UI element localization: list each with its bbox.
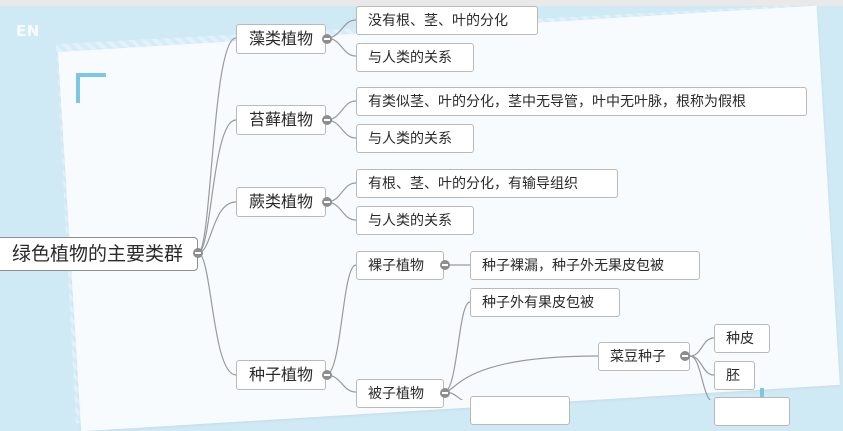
node-text: 有类似茎、叶的分化，茎中无导管，叶中无叶脉，根称为假根 [368, 93, 746, 110]
node-gymnosperm-feature[interactable]: 种子裸漏，种子外无果皮包被 [470, 251, 700, 280]
node-seed-plants-label: 种子植物 [249, 365, 314, 384]
node-text: 没有根、茎、叶的分化 [368, 12, 508, 29]
node-text: 种皮 [726, 330, 754, 347]
node-fern[interactable]: 蕨类植物 [236, 187, 326, 217]
node-bean-hidden-branch[interactable] [714, 397, 790, 426]
node-text: 种子外有果皮包被 [482, 294, 594, 311]
node-text: 与人类的关系 [368, 130, 452, 147]
node-fern-relation[interactable]: 与人类的关系 [356, 206, 474, 235]
collapse-toggle-icon[interactable] [193, 248, 203, 258]
node-gymnosperm[interactable]: 裸子植物 [356, 251, 444, 280]
collapse-toggle-icon[interactable] [322, 115, 332, 125]
node-text: 有根、茎、叶的分化，有输导组织 [368, 175, 578, 192]
node-gymnosperm-label: 裸子植物 [368, 257, 424, 274]
node-fern-feature[interactable]: 有根、茎、叶的分化，有输导组织 [356, 169, 618, 198]
node-bean-seed-label: 菜豆种子 [610, 348, 666, 365]
node-algae-relation[interactable]: 与人类的关系 [356, 43, 474, 72]
node-moss-relation[interactable]: 与人类的关系 [356, 124, 474, 153]
root-node[interactable]: 绿色植物的主要类群 [0, 237, 198, 271]
node-fern-label: 蕨类植物 [249, 192, 314, 211]
collapse-toggle-icon[interactable] [322, 197, 332, 207]
corner-bar-decoration [760, 388, 764, 402]
node-moss[interactable]: 苔藓植物 [236, 105, 326, 135]
node-angiosperm-hidden-branch[interactable] [470, 396, 570, 425]
collapse-toggle-icon[interactable] [322, 34, 332, 44]
node-seed-plants[interactable]: 种子植物 [236, 360, 326, 390]
node-text: 种子裸漏，种子外无果皮包被 [482, 257, 664, 274]
node-angiosperm-feature[interactable]: 种子外有果皮包被 [470, 288, 620, 317]
node-text: 与人类的关系 [368, 212, 452, 229]
node-bean-seed[interactable]: 菜豆种子 [598, 342, 690, 371]
collapse-toggle-icon[interactable] [440, 388, 450, 398]
watermark-logo: EN [16, 22, 40, 40]
corner-bracket-decoration [76, 73, 106, 103]
node-moss-feature[interactable]: 有类似茎、叶的分化，茎中无导管，叶中无叶脉，根称为假根 [356, 87, 807, 116]
node-angiosperm[interactable]: 被子植物 [356, 379, 444, 408]
node-algae-feature[interactable]: 没有根、茎、叶的分化 [356, 6, 538, 35]
node-seed-coat[interactable]: 种皮 [714, 324, 770, 353]
node-algae[interactable]: 藻类植物 [236, 24, 326, 54]
collapse-toggle-icon[interactable] [322, 370, 332, 380]
top-bar [0, 0, 843, 6]
root-node-label: 绿色植物的主要类群 [11, 242, 183, 265]
node-embryo[interactable]: 胚 [714, 361, 755, 390]
collapse-toggle-icon[interactable] [440, 260, 450, 270]
node-text: 胚 [726, 367, 740, 384]
node-algae-label: 藻类植物 [249, 29, 314, 48]
node-moss-label: 苔藓植物 [249, 110, 314, 129]
node-text: 与人类的关系 [368, 49, 452, 66]
collapse-toggle-icon[interactable] [680, 351, 690, 361]
node-angiosperm-label: 被子植物 [368, 385, 424, 402]
